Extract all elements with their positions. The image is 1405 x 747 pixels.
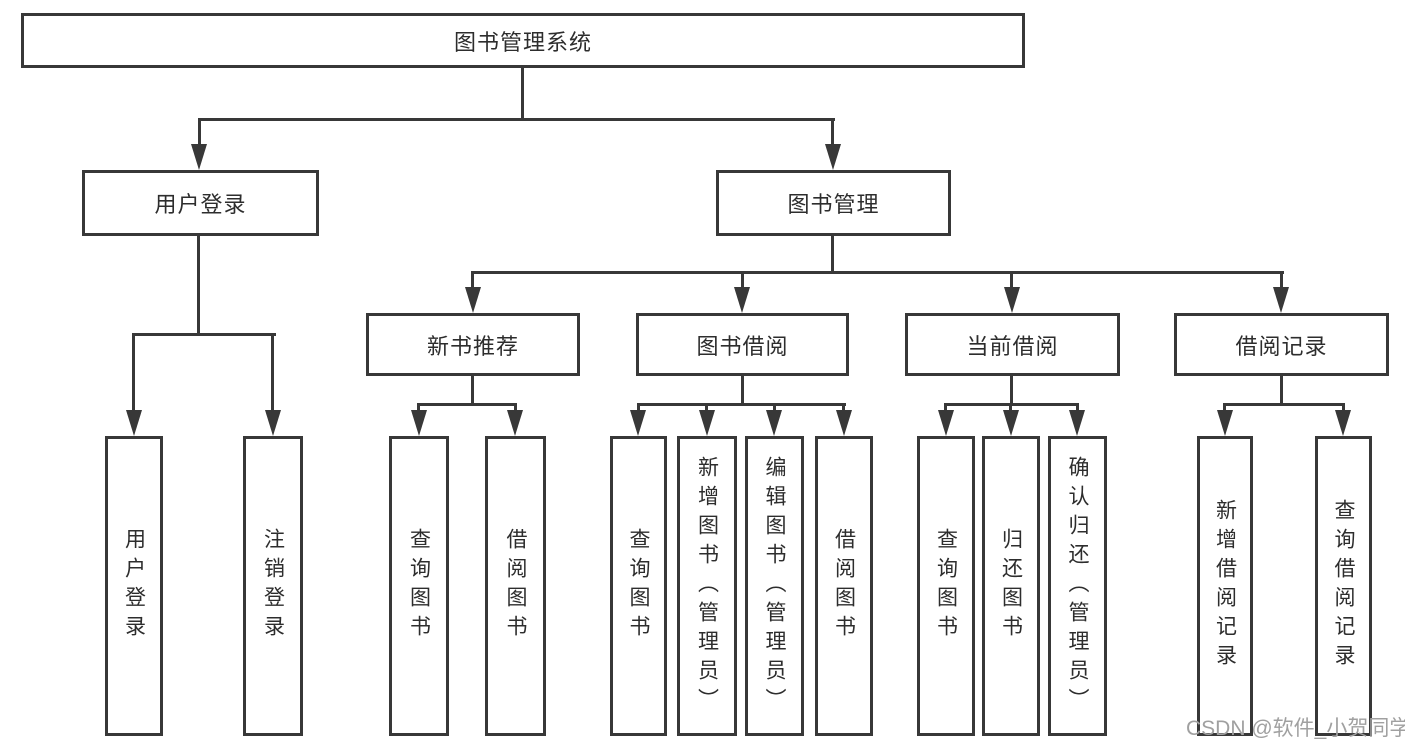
arrow-down [1069, 410, 1085, 436]
node-current-borrow: 当前借阅 [905, 313, 1120, 376]
connector-drop [637, 403, 640, 412]
connector-drop [842, 403, 845, 412]
arrow-down [1003, 410, 1019, 436]
leaf-user-login-label: 用户登录 [122, 528, 146, 644]
connector-drop [773, 403, 776, 412]
arrow-down [507, 410, 523, 436]
connector-book-borrow-split [637, 403, 846, 406]
connector-root-stem [521, 68, 524, 120]
leaf-add-books-admin-label: 新增图书（管理员） [695, 455, 719, 717]
node-borrow-records-label: 借阅记录 [1235, 333, 1328, 359]
connector-drop [514, 403, 517, 412]
leaf-query-books-borrow-label: 查询图书 [627, 528, 650, 644]
connector-drop [1223, 403, 1226, 412]
arrow-down-leaf-logout [265, 410, 281, 436]
leaf-add-books-admin: 新增图书（管理员） [677, 436, 737, 736]
arrow-down [766, 410, 782, 436]
connector-drop [1009, 403, 1012, 412]
leaf-borrow-books-recommend: 借阅图书 [485, 436, 546, 736]
arrow-down [630, 410, 646, 436]
arrow-down [411, 410, 427, 436]
connector-drop-user-login [198, 118, 201, 146]
leaf-add-borrow-record-label: 新增借阅记录 [1213, 499, 1237, 673]
arrow-down [938, 410, 954, 436]
node-borrow-records: 借阅记录 [1174, 313, 1389, 376]
leaf-user-logout-label: 注销登录 [261, 528, 285, 644]
leaf-borrow-books: 借阅图书 [815, 436, 873, 736]
leaf-confirm-return-admin-label: 确认归还（管理员） [1066, 455, 1089, 717]
connector-drop [1342, 403, 1345, 412]
leaf-query-books-current-label: 查询图书 [934, 528, 958, 644]
node-book-management: 图书管理 [716, 170, 951, 236]
leaf-user-login: 用户登录 [105, 436, 163, 736]
arrow-down-book-borrow [734, 287, 750, 313]
connector-drop-leaf-logout [271, 333, 274, 412]
node-user-login-label: 用户登录 [154, 192, 247, 217]
node-current-borrow-label: 当前借阅 [966, 333, 1059, 359]
arrow-down-user-login [191, 144, 207, 170]
connector-book-management-split [471, 271, 1284, 274]
connector-new-books-stem [471, 376, 474, 406]
leaf-add-borrow-record: 新增借阅记录 [1197, 436, 1253, 736]
connector-drop [1076, 403, 1079, 412]
connector-drop [944, 403, 947, 412]
arrow-down-book-management [825, 144, 841, 170]
arrow-down [836, 410, 852, 436]
arrow-down-current-borrow [1004, 287, 1020, 313]
leaf-query-books-borrow: 查询图书 [610, 436, 667, 736]
connector-borrow-records-stem [1280, 376, 1283, 406]
node-user-login: 用户登录 [82, 170, 319, 236]
connector-current-borrow-stem [1010, 376, 1013, 406]
connector-drop-new-books [471, 271, 474, 291]
leaf-query-books-recommend-label: 查询图书 [407, 528, 431, 644]
leaf-borrow-books-recommend-label: 借阅图书 [504, 528, 527, 644]
arrow-down-borrow-records [1273, 287, 1289, 313]
arrow-down-new-books [465, 287, 481, 313]
connector-drop [705, 403, 708, 412]
connector-book-management-stem [831, 236, 834, 274]
leaf-edit-books-admin-label: 编辑图书（管理员） [763, 455, 786, 717]
leaf-query-borrow-record: 查询借阅记录 [1315, 436, 1372, 736]
connector-user-login-stem [197, 236, 200, 336]
node-system-root: 图书管理系统 [21, 13, 1025, 68]
leaf-return-books-label: 归还图书 [999, 528, 1023, 644]
connector-new-books-split [417, 403, 517, 406]
leaf-query-books-current: 查询图书 [917, 436, 975, 736]
node-system-root-label: 图书管理系统 [453, 29, 592, 55]
leaf-edit-books-admin: 编辑图书（管理员） [745, 436, 804, 736]
leaf-confirm-return-admin: 确认归还（管理员） [1048, 436, 1107, 736]
leaf-query-borrow-record-label: 查询借阅记录 [1332, 499, 1355, 673]
arrow-down [699, 410, 715, 436]
node-new-book-recommend-label: 新书推荐 [426, 333, 519, 359]
connector-drop-leaf-login [132, 333, 135, 412]
node-book-borrow-label: 图书借阅 [696, 333, 789, 359]
connector-drop-book-borrow [741, 271, 744, 291]
connector-drop-book-management [831, 118, 834, 146]
leaf-user-logout: 注销登录 [243, 436, 303, 736]
arrow-down [1217, 410, 1233, 436]
connector-drop [417, 403, 420, 412]
leaf-return-books: 归还图书 [982, 436, 1040, 736]
connector-drop-current-borrow [1010, 271, 1013, 291]
connector-borrow-records-split [1223, 403, 1345, 406]
arrow-down [1335, 410, 1351, 436]
node-new-book-recommend: 新书推荐 [366, 313, 580, 376]
node-book-management-label: 图书管理 [787, 192, 880, 217]
connector-book-borrow-stem [741, 376, 744, 406]
leaf-query-books-recommend: 查询图书 [389, 436, 449, 736]
connector-user-login-split [132, 333, 276, 336]
leaf-borrow-books-label: 借阅图书 [832, 528, 856, 644]
watermark: CSDN @软件_小贺同学 [1186, 717, 1405, 740]
arrow-down-leaf-login [126, 410, 142, 436]
connector-root-split [198, 118, 835, 121]
connector-drop-borrow-records [1280, 271, 1283, 291]
node-book-borrow: 图书借阅 [636, 313, 849, 376]
